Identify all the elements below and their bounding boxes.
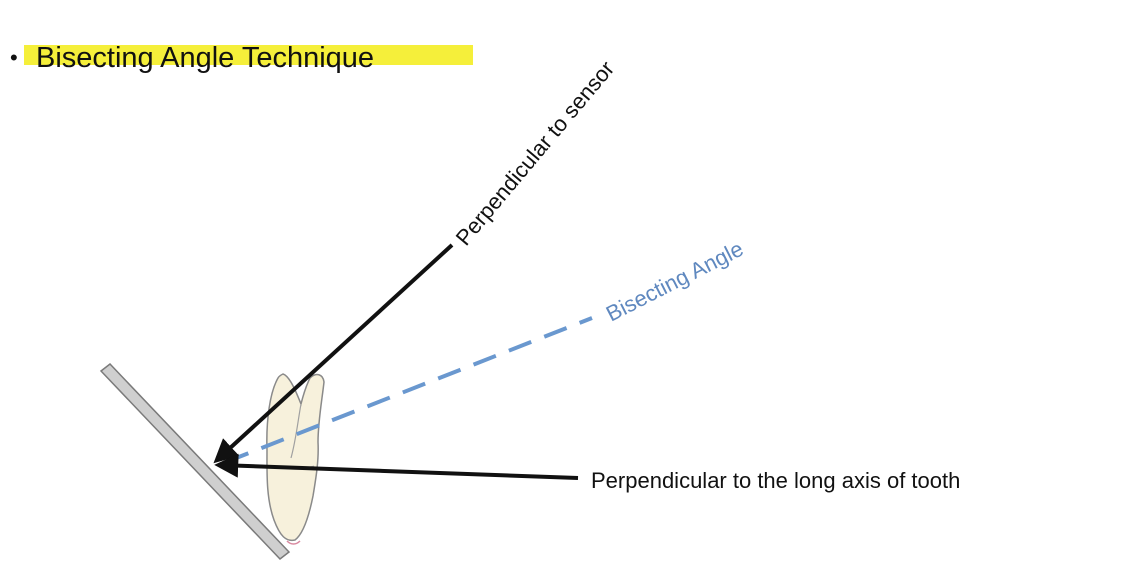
tooth-root-line	[290, 403, 302, 459]
tooth-outline	[266, 373, 325, 542]
perpendicular-to-sensor-arrow	[213, 243, 454, 464]
title-wrap: Bisecting Angle Technique	[24, 41, 473, 76]
bullet-point: •	[10, 45, 18, 70]
tooth-tip-mark	[286, 540, 301, 545]
title-highlight	[24, 44, 473, 65]
bullet-row: • Bisecting Angle Technique	[10, 38, 473, 78]
perpendicular-to-tooth-arrow	[214, 453, 579, 480]
label-perpendicular-to-sensor: Perpendicular to sensor	[451, 56, 620, 250]
tooth	[266, 373, 325, 545]
sensor-plate	[99, 362, 291, 561]
bisecting-angle-line	[225, 316, 593, 464]
label-perpendicular-to-tooth: Perpendicular to the long axis of tooth	[591, 468, 960, 493]
slide-title: Bisecting Angle Technique	[36, 41, 375, 74]
label-bisecting-angle: Bisecting Angle	[602, 236, 747, 327]
